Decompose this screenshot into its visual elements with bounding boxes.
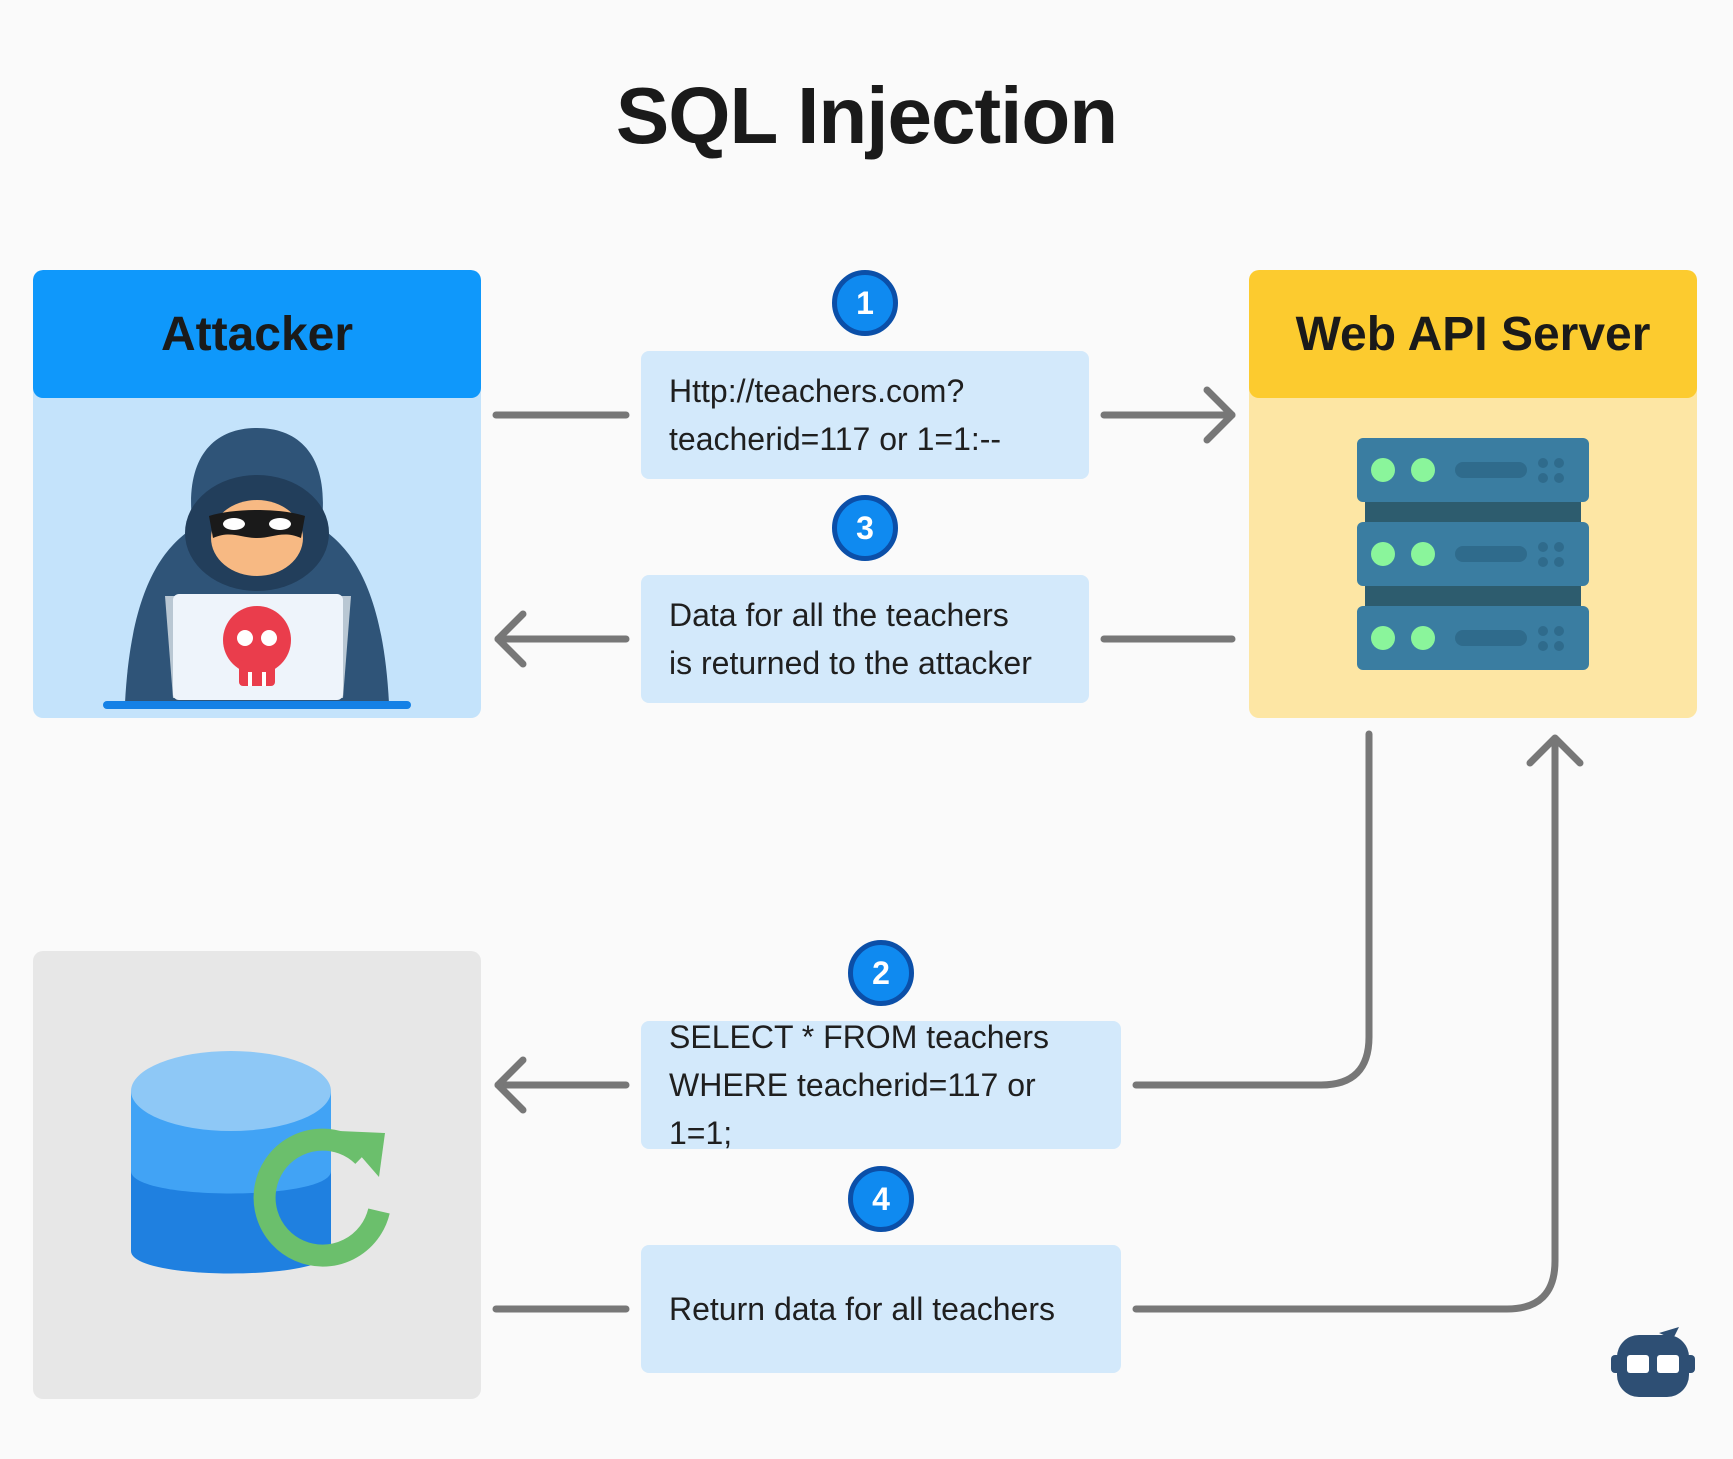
attacker-label: Attacker [33,270,481,398]
step1-line2: teacherid=117 or 1=1:-- [669,421,1002,457]
database-node [33,951,481,1399]
server-node: Web API Server [1249,270,1697,718]
step1-badge: 1 [832,270,898,336]
step2-message: SELECT * FROM teachers WHERE teacherid=1… [641,1019,1121,1151]
step3-line2: is returned to the attacker [669,645,1032,681]
step1-message: Http://teachers.com? teacherid=117 or 1=… [641,351,1089,479]
step1-arrowhead [1203,386,1236,444]
step4-badge: 4 [848,1166,914,1232]
database-refresh-icon [131,1051,390,1274]
robot-logo-icon [1611,1327,1695,1397]
step3-badge: 3 [832,495,898,561]
step4-line1: Return data for all teachers [669,1291,1055,1327]
step2-arrowhead [494,1056,527,1114]
step2-connector [1132,730,1373,1089]
step4-message: Return data for all teachers [641,1245,1121,1373]
step1-line1: Http://teachers.com? [669,373,965,409]
step2-line2: WHERE teacherid=117 or 1=1; [669,1067,1036,1151]
step3-arrowhead [494,610,527,668]
step2-line1: SELECT * FROM teachers [669,1019,1049,1055]
server-label: Web API Server [1249,270,1697,398]
step2-badge: 2 [848,940,914,1006]
hooded-hacker-icon [103,428,411,709]
attacker-node: Attacker [33,270,481,718]
step4-arrow-line [1132,736,1559,1313]
page-title: SQL Injection [615,71,1118,160]
step3-message: Data for all the teachers is returned to… [641,575,1089,703]
step4-arrowhead [1526,734,1584,767]
step3-line1: Data for all the teachers [669,597,1009,633]
server-rack-icon [1357,438,1589,670]
